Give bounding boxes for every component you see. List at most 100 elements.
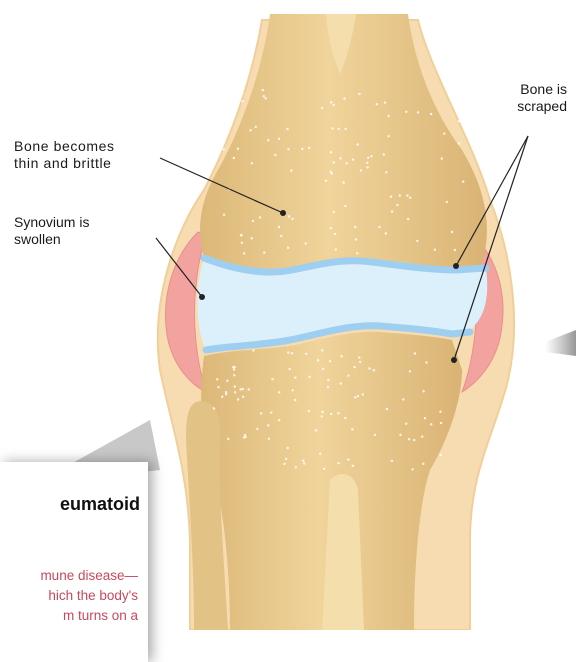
porosity-dot [283, 463, 285, 465]
porosity-dot [242, 388, 244, 390]
porosity-dot [330, 227, 332, 229]
porosity-dot [268, 438, 270, 440]
porosity-dot [243, 252, 245, 254]
porosity-dot [367, 157, 369, 159]
porosity-dot [319, 453, 321, 455]
porosity-dot [234, 385, 236, 387]
porosity-dot [357, 395, 359, 397]
porosity-dot [241, 242, 243, 244]
porosity-dot [399, 434, 401, 436]
porosity-dot [378, 226, 380, 228]
porosity-dot [333, 104, 335, 106]
porosity-dot [454, 249, 456, 251]
porosity-dot [373, 369, 375, 371]
porosity-dot [362, 393, 364, 395]
porosity-dot [385, 171, 387, 173]
porosity-dot [259, 216, 261, 218]
porosity-dot [354, 226, 356, 228]
porosity-dot [424, 417, 426, 419]
porosity-dot [446, 201, 448, 203]
porosity-dot [340, 382, 342, 384]
porosity-dot [331, 127, 333, 129]
label-bone-thin: Bone becomes thin and brittle [14, 138, 115, 172]
porosity-dot [295, 466, 297, 468]
porosity-dot [422, 390, 424, 392]
porosity-dot [233, 374, 235, 376]
porosity-dot [414, 352, 416, 354]
porosity-dot [402, 398, 404, 400]
porosity-dot [366, 162, 368, 164]
porosity-dot [451, 231, 453, 233]
porosity-dot [256, 428, 258, 430]
porosity-dot [294, 399, 296, 401]
card-body-line3: m turns on a [40, 606, 138, 626]
porosity-dot [315, 429, 317, 431]
porosity-dot [409, 370, 411, 372]
porosity-dot [358, 356, 360, 358]
porosity-dot [241, 92, 243, 94]
porosity-dot [347, 375, 349, 377]
porosity-dot [439, 411, 441, 413]
porosity-dot [387, 135, 389, 137]
porosity-dot [260, 412, 262, 414]
porosity-dot [422, 463, 424, 465]
card-body-line2: hich the body's [40, 586, 138, 606]
porosity-dot [360, 169, 362, 171]
porosity-dot [327, 379, 329, 381]
porosity-dot [323, 468, 325, 470]
porosity-dot [287, 351, 289, 353]
porosity-dot [327, 386, 329, 388]
card-heading: eumatoid [0, 494, 140, 515]
porosity-dot [308, 410, 310, 412]
porosity-dot [308, 376, 310, 378]
porosity-dot [301, 148, 303, 150]
porosity-dot [391, 460, 393, 462]
porosity-dot [303, 462, 305, 464]
porosity-dot [321, 411, 323, 413]
porosity-dot [227, 438, 229, 440]
porosity-dot [343, 97, 345, 99]
porosity-dot [421, 435, 423, 437]
porosity-dot [405, 423, 407, 425]
porosity-dot [221, 396, 223, 398]
porosity-dot [338, 128, 340, 130]
porosity-dot [458, 142, 460, 144]
porosity-dot [356, 252, 358, 254]
porosity-dot [278, 391, 280, 393]
porosity-dot [370, 155, 372, 157]
porosity-dot [305, 242, 307, 244]
porosity-dot [287, 148, 289, 150]
porosity-dot [352, 158, 354, 160]
label-synovium-line1: Synovium is [14, 214, 89, 231]
porosity-dot [321, 107, 323, 109]
porosity-dot [280, 235, 282, 237]
porosity-dot [291, 352, 293, 354]
porosity-dot [409, 197, 411, 199]
porosity-dot [321, 349, 323, 351]
porosity-dot [330, 101, 332, 103]
label-bone-scraped-line1: Bone is [489, 81, 567, 98]
porosity-dot [308, 147, 310, 149]
porosity-dot [290, 169, 292, 171]
porosity-dot [458, 120, 460, 122]
porosity-dot [287, 447, 289, 449]
porosity-dot [288, 215, 290, 217]
porosity-dot [425, 361, 427, 363]
porosity-dot [278, 138, 280, 140]
porosity-dot [430, 423, 432, 425]
porosity-dot [344, 128, 346, 130]
porosity-dot [285, 458, 287, 460]
porosity-dot [244, 434, 246, 436]
porosity-dot [344, 417, 346, 419]
porosity-dot [255, 126, 257, 128]
porosity-dot [352, 465, 354, 467]
porosity-dot [251, 237, 253, 239]
porosity-dot [317, 359, 319, 361]
porosity-dot [233, 157, 235, 159]
porosity-dot [278, 419, 280, 421]
porosity-dot [337, 462, 339, 464]
porosity-dot [271, 378, 273, 380]
porosity-dot [384, 101, 386, 103]
porosity-dot [329, 360, 331, 362]
porosity-dot [383, 153, 385, 155]
